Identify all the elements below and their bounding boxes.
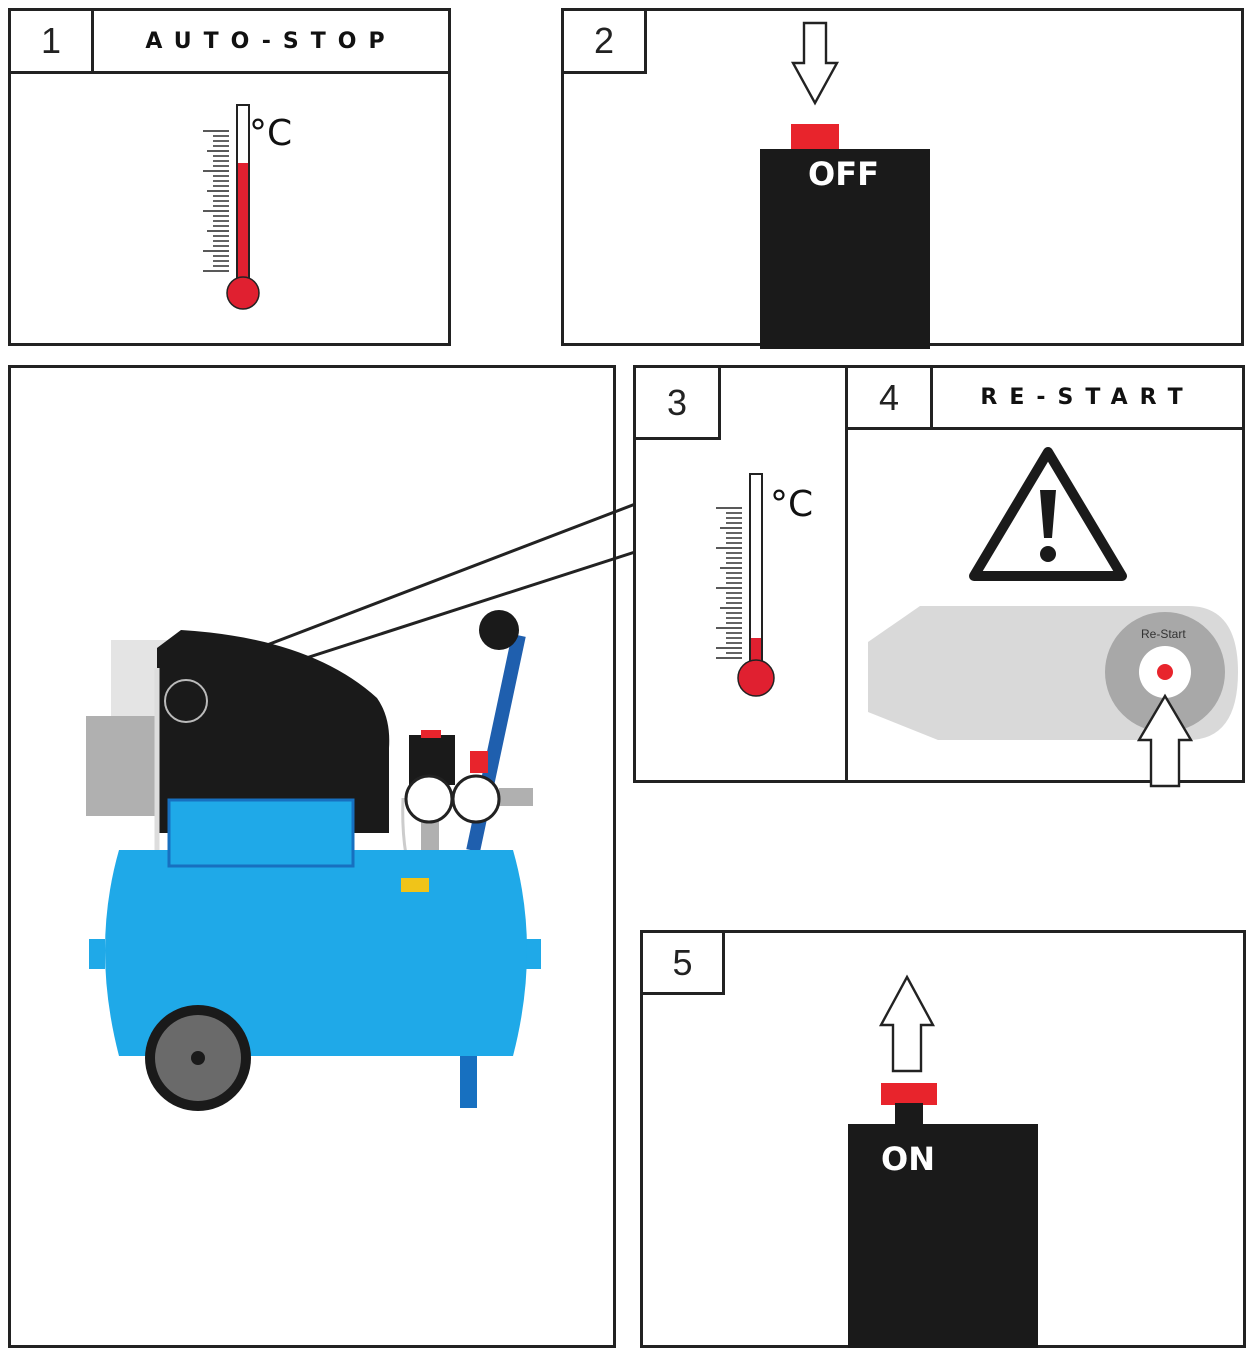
step-4-number: 4: [848, 368, 933, 430]
restart-button-label[interactable]: Re-Start: [1141, 627, 1186, 641]
switch-stem: [895, 1103, 923, 1125]
step-4-panel: 4 RE-START Re-Start: [845, 365, 1245, 788]
compressor-panel: [8, 365, 639, 1348]
switch-housing: [848, 1124, 1038, 1348]
restart-unit: [868, 606, 1238, 740]
step-1-title: AUTO-STOP: [94, 11, 448, 74]
step-5-panel: 5 ON: [640, 930, 1246, 1348]
switch-cap[interactable]: [791, 124, 839, 152]
thermometer-icon: [716, 473, 775, 697]
switch-off-label: OFF: [808, 155, 879, 193]
switch-cap[interactable]: [881, 1083, 937, 1105]
warning-icon: [969, 447, 1127, 581]
up-arrow-icon: [1136, 693, 1194, 788]
step-1-unit: °C: [249, 113, 293, 154]
switch-on-label: ON: [881, 1140, 935, 1178]
step-2-panel: 2 OFF: [561, 8, 1244, 349]
down-arrow-icon: [790, 21, 840, 106]
step-5-number: 5: [643, 933, 725, 995]
step-2-number: 2: [564, 11, 647, 74]
step-4-title: RE-START: [933, 368, 1242, 430]
switch-housing: [760, 149, 930, 349]
thermometer-icon: [203, 104, 260, 310]
step-1-panel: 1 AUTO-STOP °C: [8, 8, 451, 346]
compressor-illustration: [86, 501, 639, 1111]
step-3-panel: 3 °C °C: [633, 365, 849, 783]
step-1-number: 1: [11, 11, 94, 74]
step-3-unit-display: °C: [770, 484, 814, 525]
up-arrow-icon: [878, 974, 936, 1073]
step-3-number: 3: [636, 368, 721, 440]
